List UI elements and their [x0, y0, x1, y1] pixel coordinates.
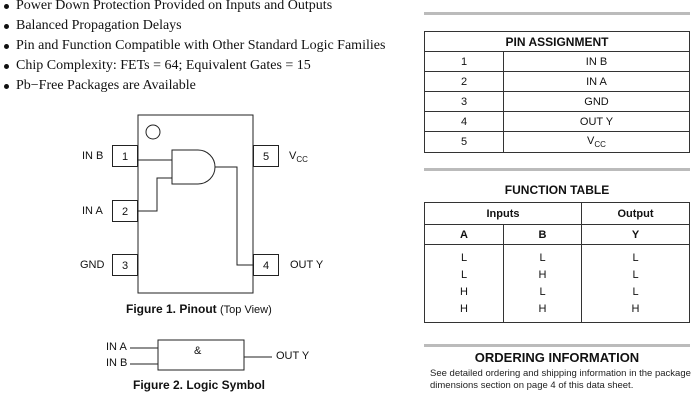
output-header: Output — [581, 202, 690, 225]
feature-item: Balanced Propagation Delays — [0, 16, 385, 36]
chip-body — [137, 114, 254, 294]
b-values: L H L H — [503, 244, 582, 323]
pin-2: 2 — [112, 200, 138, 222]
pin-num: 3 — [424, 91, 504, 112]
feature-item: Power Down Protection Provided on Inputs… — [0, 0, 385, 16]
figure1-caption: Figure 1. Pinout (Top View) — [126, 302, 272, 316]
pin-name: OUT Y — [503, 111, 690, 132]
a-values: L L H H — [424, 244, 504, 323]
logic-symbol-wires — [130, 347, 272, 365]
feature-list: Power Down Protection Provided on Inputs… — [0, 0, 385, 96]
feature-item: Chip Complexity: FETs = 64; Equivalent G… — [0, 56, 385, 76]
logic-in-a: IN A — [106, 341, 127, 353]
feature-item: Pin and Function Compatible with Other S… — [0, 36, 385, 56]
pin-label-vcc: VCC — [289, 150, 308, 165]
separator — [424, 168, 690, 171]
logic-symbol-box — [157, 339, 245, 371]
feature-item: Pb−Free Packages are Available — [0, 76, 385, 96]
ordering-title: ORDERING INFORMATION — [474, 350, 640, 365]
pin-4: 4 — [253, 254, 279, 276]
pin-label-in-b: IN B — [82, 150, 104, 162]
pin-label-in-a: IN A — [82, 205, 103, 217]
pinout-diagram — [130, 114, 272, 371]
separator — [424, 344, 690, 347]
logic-in-b: IN B — [106, 357, 128, 369]
pin-name: IN B — [503, 51, 690, 72]
pin-label-out-y: OUT Y — [290, 259, 324, 271]
logic-gate-and: & — [194, 345, 202, 357]
separator — [424, 12, 690, 15]
figure2-caption: Figure 2. Logic Symbol — [133, 378, 266, 392]
pin-num: 1 — [424, 51, 504, 72]
pin-assignment-title: PIN ASSIGNMENT — [424, 31, 690, 52]
pin1-marker — [145, 124, 161, 140]
pin-5: 5 — [253, 145, 279, 167]
internal-wires — [138, 159, 253, 266]
pin-num: 5 — [424, 131, 504, 153]
col-y: Y — [581, 224, 690, 245]
inputs-header: Inputs — [424, 202, 582, 225]
pin-name: GND — [503, 91, 690, 112]
ordering-text: See detailed ordering and shipping infor… — [430, 368, 691, 391]
pin-name: VCC — [503, 131, 690, 153]
col-a: A — [424, 224, 504, 245]
logic-out-y: OUT Y — [276, 350, 310, 362]
pin-label-gnd: GND — [80, 259, 105, 271]
pin-1: 1 — [112, 145, 138, 167]
pin-3: 3 — [112, 254, 138, 276]
pin-num: 2 — [424, 71, 504, 92]
pin-name: IN A — [503, 71, 690, 92]
col-b: B — [503, 224, 582, 245]
and-gate-icon — [171, 149, 216, 185]
pin-num: 4 — [424, 111, 504, 132]
y-values: L L L H — [581, 244, 690, 323]
function-table-title: FUNCTION TABLE — [504, 183, 610, 197]
